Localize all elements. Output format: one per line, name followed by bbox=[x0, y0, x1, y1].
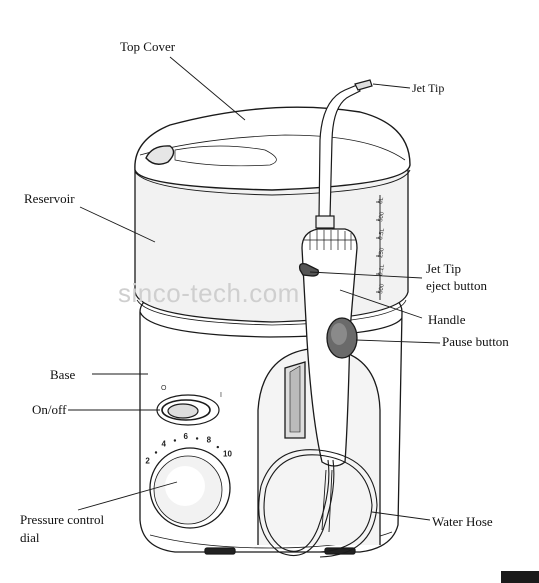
label-top-cover: Top Cover bbox=[120, 39, 176, 54]
watermark: sinco-tech.com bbox=[118, 278, 300, 308]
label-pressure-line1: Pressure control bbox=[20, 512, 105, 527]
label-reservoir: Reservoir bbox=[24, 191, 75, 206]
dial-scale-number: 6 bbox=[183, 432, 188, 441]
reservoir-scale-label: 500 bbox=[378, 283, 386, 295]
on-off-switch bbox=[156, 394, 220, 426]
dial-scale-number: 2 bbox=[145, 457, 150, 466]
label-on-off: On/off bbox=[32, 402, 67, 417]
reservoir-scale-label: 250 bbox=[378, 247, 386, 259]
dial-scale-number: 8 bbox=[207, 436, 212, 445]
dial-scale: 2 4 6 8 10 bbox=[145, 432, 232, 465]
label-pause-button: Pause button bbox=[442, 334, 509, 349]
switch-on-mark: I bbox=[220, 392, 222, 399]
handle bbox=[298, 228, 358, 467]
reservoir-scale-label: 500 bbox=[378, 211, 386, 223]
label-pressure-line2: dial bbox=[20, 530, 40, 545]
label-jet-tip-eject-line2: eject button bbox=[426, 278, 488, 293]
pressure-dial bbox=[149, 447, 231, 529]
label-jet-tip: Jet Tip bbox=[412, 81, 445, 95]
switch-off-mark: O bbox=[161, 385, 167, 392]
dial-scale-dot bbox=[154, 451, 158, 454]
dial-scale-number: 4 bbox=[161, 440, 166, 449]
dial-scale-dot bbox=[195, 437, 199, 440]
dial-scale-number: 10 bbox=[223, 450, 232, 459]
dial-scale-dot bbox=[173, 439, 177, 442]
reservoir-scale: 0L 500 0.5L 250 0.1L 500 bbox=[376, 196, 386, 294]
leader-lines bbox=[68, 56, 441, 521]
label-handle: Handle bbox=[428, 312, 466, 327]
reservoir-scale-label: 0.1L bbox=[378, 263, 386, 276]
corner-block bbox=[501, 571, 539, 583]
dial-scale-dot bbox=[216, 445, 219, 449]
jet-tip bbox=[315, 79, 373, 229]
top-cover bbox=[134, 106, 411, 196]
reservoir-scale-label: 0.5L bbox=[378, 227, 386, 240]
label-jet-tip-eject-line1: Jet Tip bbox=[426, 261, 462, 276]
label-base: Base bbox=[50, 367, 76, 382]
reservoir-scale-label: 0L bbox=[378, 196, 385, 204]
water-hose bbox=[258, 449, 378, 558]
label-water-hose: Water Hose bbox=[432, 514, 493, 529]
